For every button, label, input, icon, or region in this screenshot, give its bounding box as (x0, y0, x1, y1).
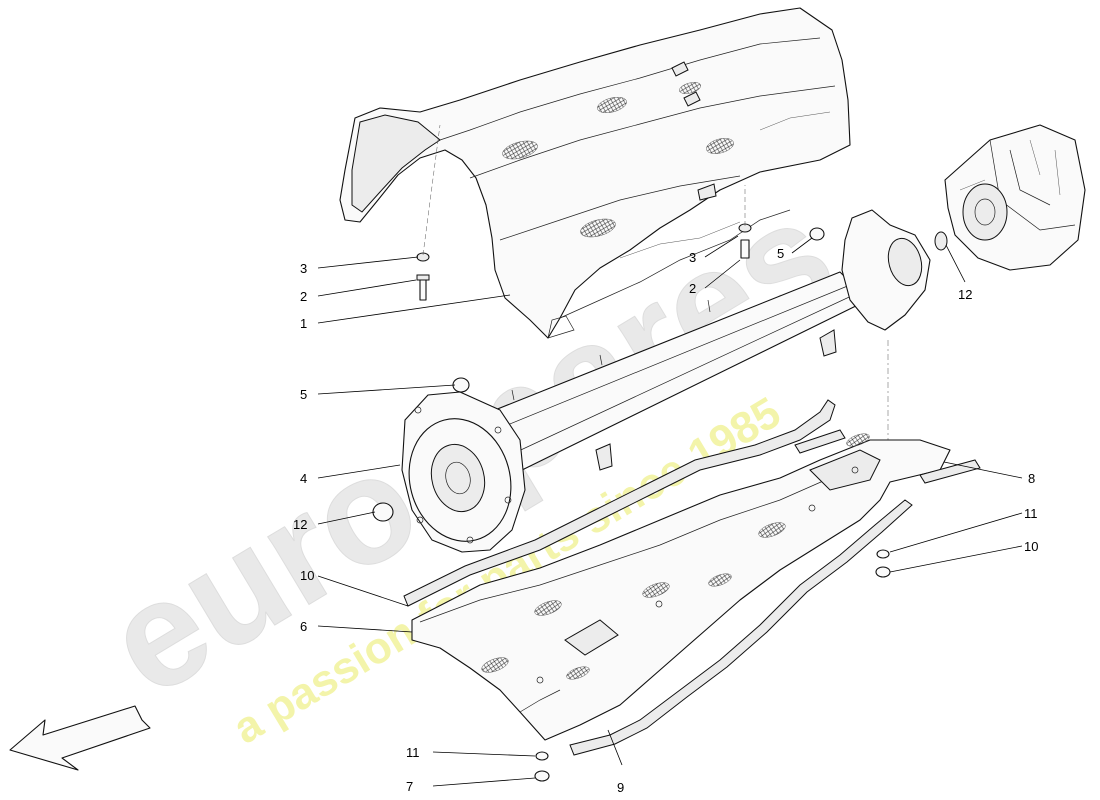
callout-12-right: 12 (958, 287, 972, 302)
top-left-bolt-group (416, 124, 441, 301)
lower-heat-shield (411, 433, 951, 741)
callout-7: 8 (1028, 471, 1035, 486)
front-direction-arrow-icon (9, 705, 151, 771)
callout-labels: 3 2 1 5 4 12 10 6 3 2 5 12 8 11 10 9 11 … (293, 246, 1038, 795)
callout-10-bottom: 7 (406, 779, 413, 794)
lower-center-nut-group (534, 751, 550, 782)
callout-9: 9 (617, 780, 624, 795)
callout-5-left: 5 (300, 387, 307, 402)
rear-flange (809, 209, 948, 331)
callout-10-right: 10 (1024, 539, 1038, 554)
callout-8: 10 (300, 568, 314, 583)
front-flange (372, 377, 526, 553)
callout-5-right: 5 (777, 246, 784, 261)
seal-strip-right (569, 499, 913, 756)
callout-12-left: 12 (293, 517, 307, 532)
callout-11-bottom: 11 (406, 745, 420, 760)
callout-11-right: 11 (1024, 506, 1038, 521)
seal-strip-left (403, 399, 836, 607)
upper-heat-shield (339, 7, 851, 339)
callout-1: 1 (300, 316, 307, 331)
callout-6: 6 (300, 619, 307, 634)
leader-lines (317, 235, 1023, 787)
callout-3-right: 3 (689, 250, 696, 265)
lower-right-nut-group (875, 549, 891, 578)
callout-3-left: 3 (300, 261, 307, 276)
callout-2-right: 2 (689, 281, 696, 296)
top-right-bolt-group (738, 185, 752, 259)
callout-4: 4 (300, 471, 307, 486)
callout-2-left: 2 (300, 289, 307, 304)
gearbox (944, 124, 1086, 271)
